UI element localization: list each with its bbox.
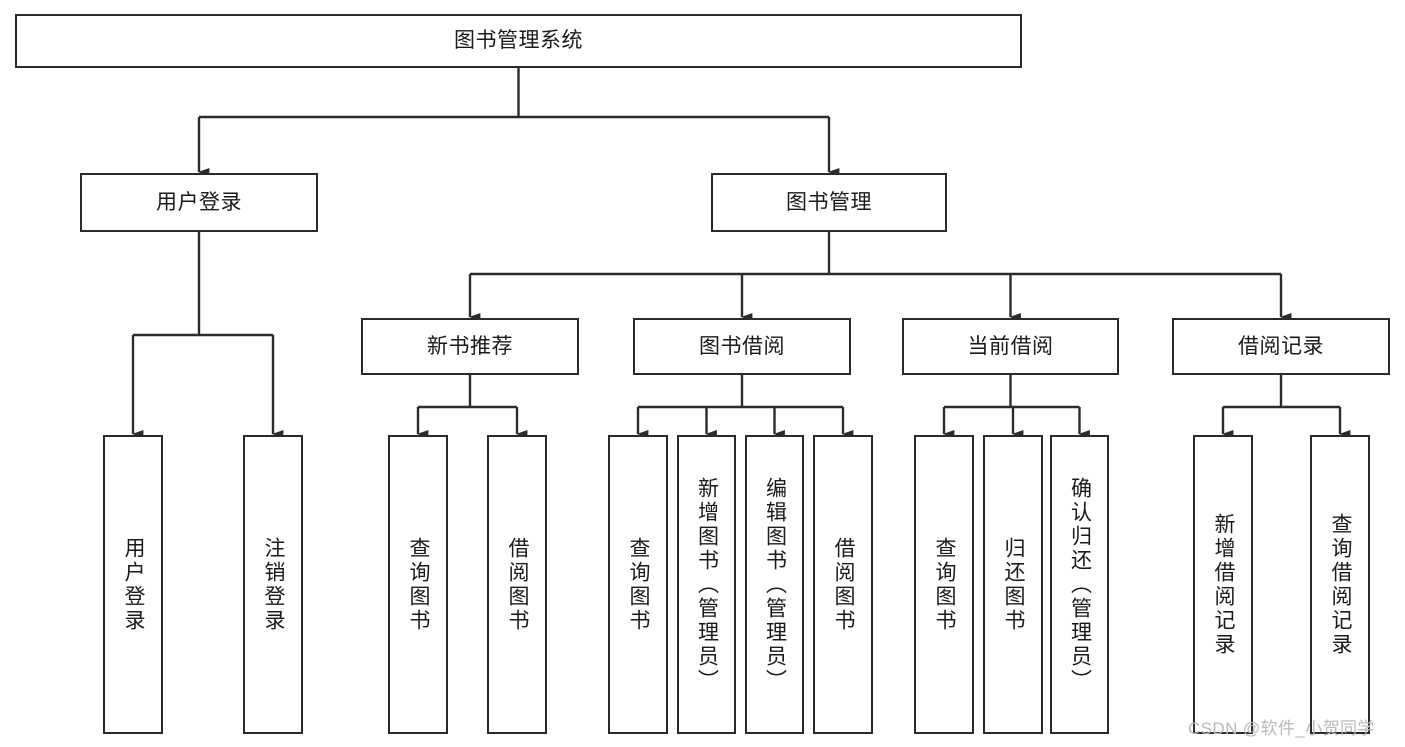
node-label-leaf-return-book: 归还图书 bbox=[1002, 536, 1026, 633]
node-label-new-book-recommend: 新书推荐 bbox=[427, 334, 513, 358]
node-label-leaf-query-book-recommend: 查询图书 bbox=[407, 536, 431, 633]
node-leaf-confirm-return[interactable]: 确认归还（管理员） bbox=[1050, 435, 1109, 734]
node-label-leaf-query-record: 查询借阅记录 bbox=[1329, 512, 1353, 657]
node-root[interactable]: 图书管理系统 bbox=[15, 14, 1022, 68]
node-leaf-query-record[interactable]: 查询借阅记录 bbox=[1310, 435, 1370, 734]
node-current-borrow[interactable]: 当前借阅 bbox=[902, 318, 1119, 375]
node-label-user-login: 用户登录 bbox=[156, 190, 242, 214]
node-label-root: 图书管理系统 bbox=[454, 29, 583, 53]
node-leaf-edit-book[interactable]: 编辑图书（管理员） bbox=[745, 435, 804, 734]
node-leaf-add-book[interactable]: 新增图书（管理员） bbox=[677, 435, 736, 734]
node-borrow-records[interactable]: 借阅记录 bbox=[1172, 318, 1390, 375]
node-leaf-add-record[interactable]: 新增借阅记录 bbox=[1193, 435, 1253, 734]
node-label-leaf-edit-book: 编辑图书（管理员） bbox=[763, 476, 787, 693]
node-label-leaf-query-book-borrow: 查询图书 bbox=[627, 536, 651, 633]
node-label-leaf-user-login: 用户登录 bbox=[122, 536, 146, 633]
node-label-leaf-add-book: 新增图书（管理员） bbox=[695, 476, 719, 693]
node-label-leaf-confirm-return: 确认归还（管理员） bbox=[1068, 476, 1092, 693]
node-leaf-query-book-borrow[interactable]: 查询图书 bbox=[608, 435, 668, 734]
node-label-leaf-borrow-book: 借阅图书 bbox=[832, 536, 856, 633]
node-label-leaf-query-book-current: 查询图书 bbox=[933, 536, 957, 633]
node-user-login[interactable]: 用户登录 bbox=[80, 173, 318, 232]
node-label-leaf-logout: 注销登录 bbox=[262, 536, 286, 633]
node-book-management[interactable]: 图书管理 bbox=[711, 173, 947, 232]
node-leaf-user-login[interactable]: 用户登录 bbox=[103, 435, 163, 734]
node-label-book-borrow: 图书借阅 bbox=[699, 334, 785, 358]
watermark-label: CSDN @软件_小贺同学 bbox=[1188, 719, 1375, 738]
node-leaf-borrow-book-recommend[interactable]: 借阅图书 bbox=[487, 435, 547, 734]
node-book-borrow[interactable]: 图书借阅 bbox=[633, 318, 851, 375]
node-label-borrow-records: 借阅记录 bbox=[1238, 334, 1324, 358]
node-leaf-query-book-current[interactable]: 查询图书 bbox=[914, 435, 974, 734]
node-leaf-return-book[interactable]: 归还图书 bbox=[983, 435, 1043, 734]
node-label-book-management: 图书管理 bbox=[786, 190, 872, 214]
edges bbox=[131, 68, 1351, 439]
node-leaf-borrow-book[interactable]: 借阅图书 bbox=[813, 435, 873, 734]
node-label-leaf-borrow-book-recommend: 借阅图书 bbox=[506, 536, 530, 633]
node-leaf-query-book-recommend[interactable]: 查询图书 bbox=[388, 435, 448, 734]
node-new-book-recommend[interactable]: 新书推荐 bbox=[361, 318, 579, 375]
node-leaf-logout[interactable]: 注销登录 bbox=[243, 435, 303, 734]
node-label-current-borrow: 当前借阅 bbox=[967, 334, 1054, 358]
node-label-leaf-add-record: 新增借阅记录 bbox=[1212, 512, 1236, 657]
